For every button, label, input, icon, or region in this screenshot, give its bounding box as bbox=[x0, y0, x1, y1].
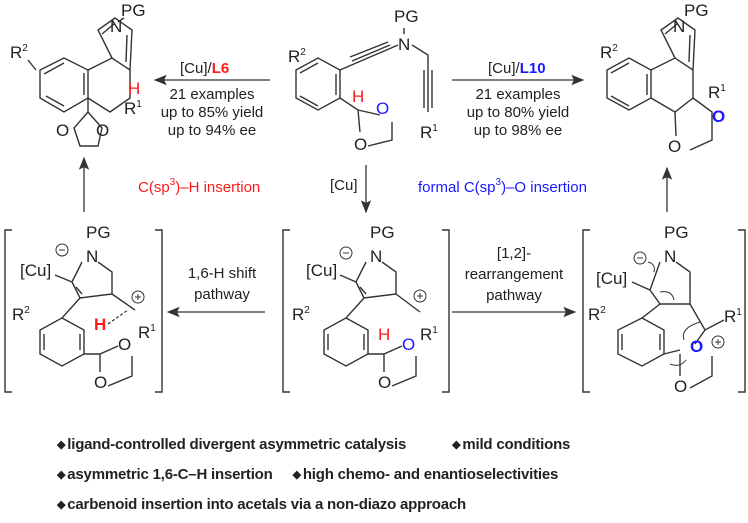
atom-o: O bbox=[378, 373, 391, 392]
atom-pg: PG bbox=[664, 223, 689, 242]
atom-h-red: H bbox=[128, 79, 140, 98]
intermediate-carbocation: PG N [Cu] R1 R2 H O O bbox=[282, 223, 450, 393]
feature-bullets: ◆ligand-controlled divergent asymmetric … bbox=[57, 430, 737, 520]
curved-arrow-icon bbox=[669, 359, 687, 366]
curved-arrow-icon bbox=[682, 321, 701, 341]
atom-o-blue: O bbox=[690, 337, 703, 356]
bullet-item: ◆asymmetric 1,6-C–H insertion bbox=[57, 460, 273, 490]
reaction-scheme: N PG R2 H R1 O O [Cu]/L6 21 examples up … bbox=[4, 1, 746, 396]
atom-o-blue: O bbox=[376, 99, 389, 118]
atom-r2: R2 bbox=[12, 305, 30, 324]
condition-cu-l6: [Cu]/L6 bbox=[180, 60, 229, 77]
atom-h-red: H bbox=[94, 315, 106, 334]
atom-o: O bbox=[118, 335, 131, 354]
product-ch-insertion: N PG R2 H R1 O O bbox=[10, 1, 146, 147]
bullet-item: ◆carbenoid insertion into acetals via a … bbox=[57, 490, 466, 520]
bullet-item: ◆high chemo- and enantioselectivities bbox=[293, 460, 559, 490]
atom-cu: [Cu] bbox=[20, 261, 51, 280]
yield-label: up to 85% yield bbox=[161, 104, 264, 121]
condition-cu-l10: [Cu]/L10 bbox=[488, 60, 546, 77]
atom-pg: PG bbox=[86, 223, 111, 242]
ee-label: up to 94% ee bbox=[168, 122, 256, 139]
atom-r1: R1 bbox=[420, 123, 438, 142]
diamond-bullet-icon: ◆ bbox=[57, 469, 66, 481]
diamond-bullet-icon: ◆ bbox=[57, 499, 66, 511]
atom-r1: R1 bbox=[724, 307, 742, 326]
diamond-bullet-icon: ◆ bbox=[57, 439, 66, 451]
intermediate-oxonium: PG N [Cu] R1 R2 O O bbox=[582, 223, 746, 396]
atom-cu: [Cu] bbox=[596, 269, 627, 288]
bullet-item: ◆ligand-controlled divergent asymmetric … bbox=[57, 430, 406, 460]
atom-o-blue: O bbox=[402, 335, 415, 354]
arrow-left-l6: [Cu]/L6 21 examples up to 85% yield up t… bbox=[153, 60, 270, 139]
diamond-bullet-icon: ◆ bbox=[292, 469, 301, 481]
product-co-insertion: N PG R2 R1 O O bbox=[600, 1, 726, 156]
atom-o: O bbox=[96, 121, 109, 140]
atom-r1: R1 bbox=[420, 325, 438, 344]
atom-o: O bbox=[94, 373, 107, 392]
intermediate-hydride-shift: PG N [Cu] R1 R2 H O O bbox=[4, 223, 163, 393]
atom-h-red: H bbox=[352, 87, 364, 106]
atom-n: N bbox=[664, 247, 676, 266]
bullet-row: ◆ligand-controlled divergent asymmetric … bbox=[57, 430, 737, 460]
atom-r2: R2 bbox=[10, 43, 28, 62]
atom-r1: R1 bbox=[138, 323, 156, 342]
atom-cu: [Cu] bbox=[306, 261, 337, 280]
cation-charge-icon bbox=[413, 289, 427, 303]
ch-insertion-label: C(sp3)–H insertion bbox=[138, 177, 260, 196]
pathway-line1: 1,6-H shift bbox=[188, 265, 257, 282]
yield-label: up to 80% yield bbox=[467, 104, 570, 121]
atom-pg: PG bbox=[684, 1, 709, 20]
atom-r2: R2 bbox=[588, 305, 606, 324]
pathway-line1: [1,2]- bbox=[497, 245, 531, 262]
curved-arrow-icon bbox=[647, 261, 655, 273]
atom-o: O bbox=[354, 135, 367, 154]
curved-arrow-icon bbox=[659, 291, 675, 301]
atom-pg: PG bbox=[121, 1, 146, 20]
arrow-rearrangement: [1,2]- rearrangement pathway bbox=[452, 245, 577, 318]
anion-charge-icon bbox=[633, 251, 647, 265]
substrate: N PG R1 R2 H O O bbox=[288, 7, 438, 154]
atom-h-red: H bbox=[378, 325, 390, 344]
pathway-line2: rearrangement bbox=[465, 266, 564, 283]
bullet-item: ◆mild conditions bbox=[452, 430, 570, 460]
atom-o: O bbox=[56, 121, 69, 140]
atom-o: O bbox=[668, 137, 681, 156]
atom-n: N bbox=[398, 35, 410, 54]
anion-charge-icon bbox=[55, 243, 69, 257]
atom-r2: R2 bbox=[600, 43, 618, 62]
atom-pg: PG bbox=[370, 223, 395, 242]
arrow-right-l10: [Cu]/L10 21 examples up to 80% yield up … bbox=[452, 60, 585, 139]
atom-r1: R1 bbox=[708, 83, 726, 102]
bullet-row: ◆carbenoid insertion into acetals via a … bbox=[57, 490, 737, 520]
cation-charge-icon bbox=[131, 290, 145, 304]
pathway-line2: pathway bbox=[194, 286, 250, 303]
atom-pg: PG bbox=[394, 7, 419, 26]
atom-r1: R1 bbox=[124, 99, 142, 118]
catalyst-cu-label: [Cu] bbox=[330, 177, 358, 194]
atom-o-blue: O bbox=[712, 107, 725, 126]
bullet-row: ◆asymmetric 1,6-C–H insertion ◆high chem… bbox=[57, 460, 737, 490]
anion-charge-icon bbox=[339, 246, 353, 260]
atom-n: N bbox=[370, 247, 382, 266]
atom-r2: R2 bbox=[288, 47, 306, 66]
pathway-line3: pathway bbox=[486, 287, 542, 304]
arrow-hydride-shift: 1,6-H shift pathway bbox=[166, 265, 265, 318]
atom-n: N bbox=[673, 17, 685, 36]
atom-n: N bbox=[86, 247, 98, 266]
examples-count: 21 examples bbox=[475, 86, 560, 103]
co-insertion-label: formal C(sp3)–O insertion bbox=[418, 177, 587, 196]
cation-charge-icon bbox=[711, 335, 725, 349]
examples-count: 21 examples bbox=[169, 86, 254, 103]
ee-label: up to 98% ee bbox=[474, 122, 562, 139]
diamond-bullet-icon: ◆ bbox=[452, 439, 461, 451]
atom-r2: R2 bbox=[292, 305, 310, 324]
atom-o: O bbox=[674, 377, 687, 396]
